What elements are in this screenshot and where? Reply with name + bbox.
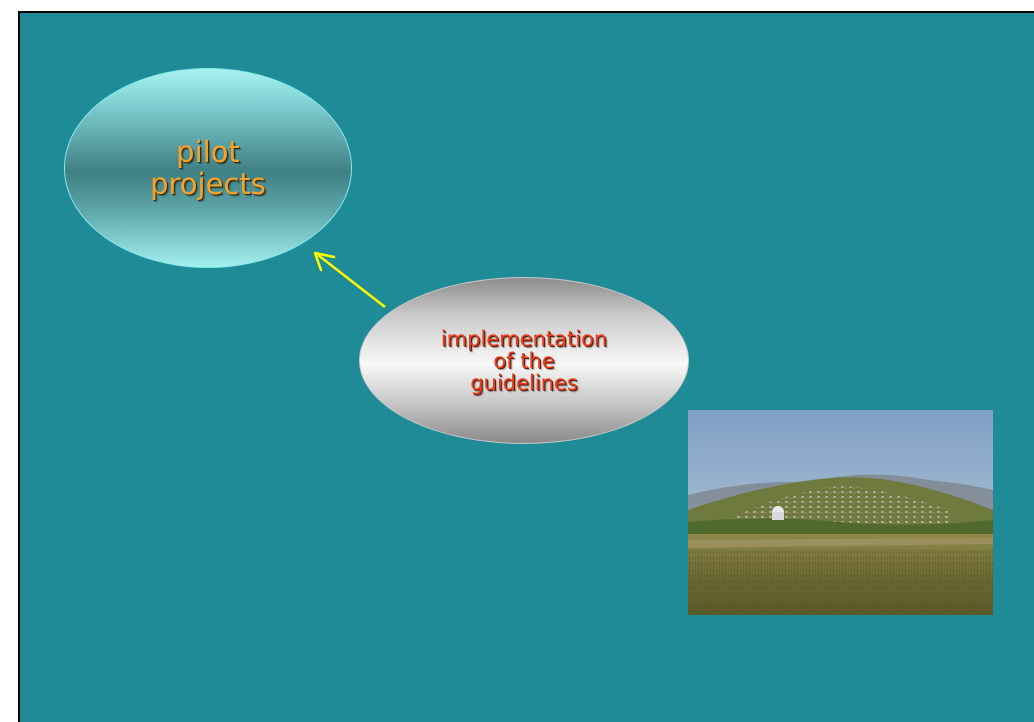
pilot-projects-label: pilot projects — [150, 135, 266, 201]
implementation-node: implementation of the guidelines — [359, 277, 689, 444]
pilot-projects-node: pilot projects — [64, 68, 352, 268]
implementation-label: implementation of the guidelines — [440, 326, 608, 395]
landscape-photo-image — [688, 410, 993, 615]
arrow-head — [313, 251, 336, 272]
landscape-photo — [688, 410, 993, 615]
slide-canvas: pilot projects implementation of the gui… — [18, 11, 1034, 722]
arrow-connector — [313, 251, 386, 308]
arrow-line — [317, 254, 386, 308]
